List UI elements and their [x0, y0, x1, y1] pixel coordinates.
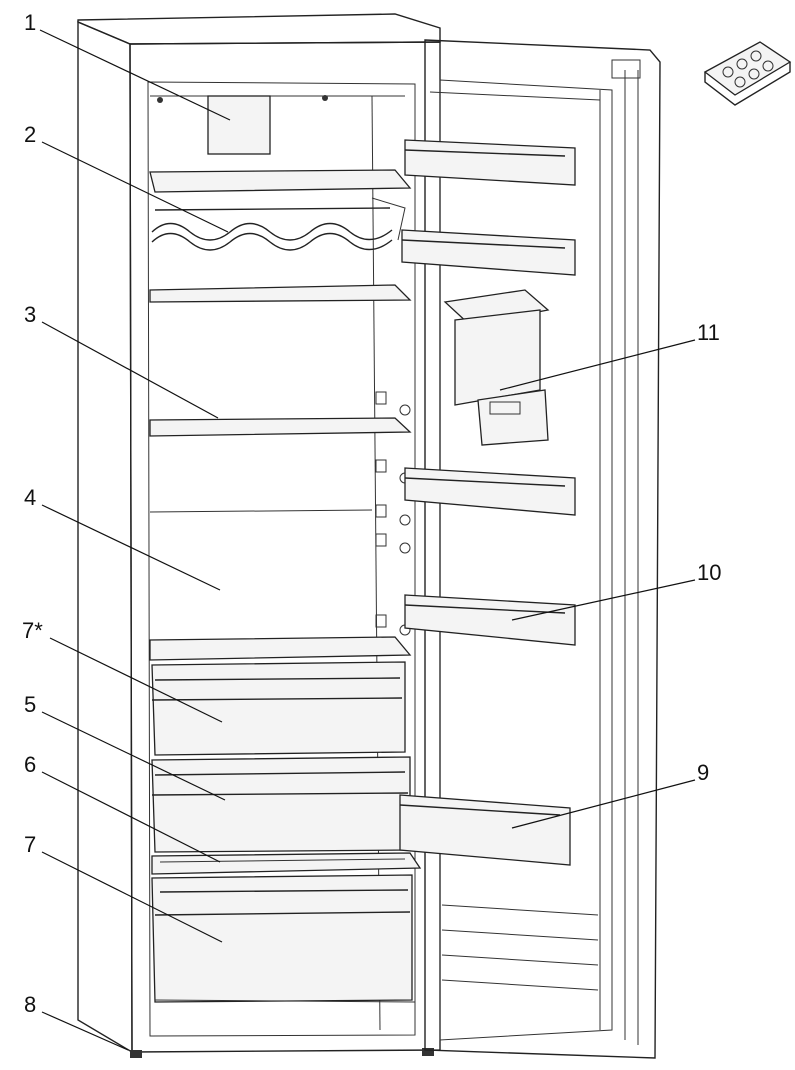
callout-1: 1 — [24, 10, 36, 35]
crisper-cover — [151, 852, 422, 875]
egg-tray — [703, 41, 792, 106]
callout-6: 6 — [24, 752, 36, 777]
callout-7: 7 — [24, 832, 36, 857]
callout-8: 8 — [24, 992, 36, 1017]
shelf-upper — [149, 284, 412, 303]
shelf-lower — [149, 636, 412, 661]
door-bin-10 — [404, 594, 576, 646]
drawer-middle — [151, 756, 411, 853]
water-dispenser — [443, 289, 550, 446]
callout-11: 11 — [697, 320, 720, 345]
callout-7-star: 7* — [22, 618, 43, 643]
callout-10: 10 — [697, 560, 721, 585]
wine-rack — [149, 169, 412, 251]
callout-3: 3 — [24, 302, 36, 327]
callout-9: 9 — [697, 760, 709, 785]
bottle-bin — [399, 794, 571, 866]
light-housing — [207, 95, 271, 155]
door — [424, 39, 661, 1059]
door-bin-3 — [404, 467, 576, 516]
door-bin-2 — [401, 229, 576, 276]
door-bin-1 — [404, 139, 576, 186]
callout-2: 2 — [24, 122, 36, 147]
leader-lines — [39, 29, 696, 1051]
callout-5: 5 — [24, 692, 36, 717]
adjustable-feet — [130, 1048, 434, 1058]
shelf-middle — [149, 417, 412, 437]
crisper-drawer — [151, 874, 416, 1003]
drawer-top — [151, 661, 406, 756]
callout-4: 4 — [24, 485, 36, 510]
